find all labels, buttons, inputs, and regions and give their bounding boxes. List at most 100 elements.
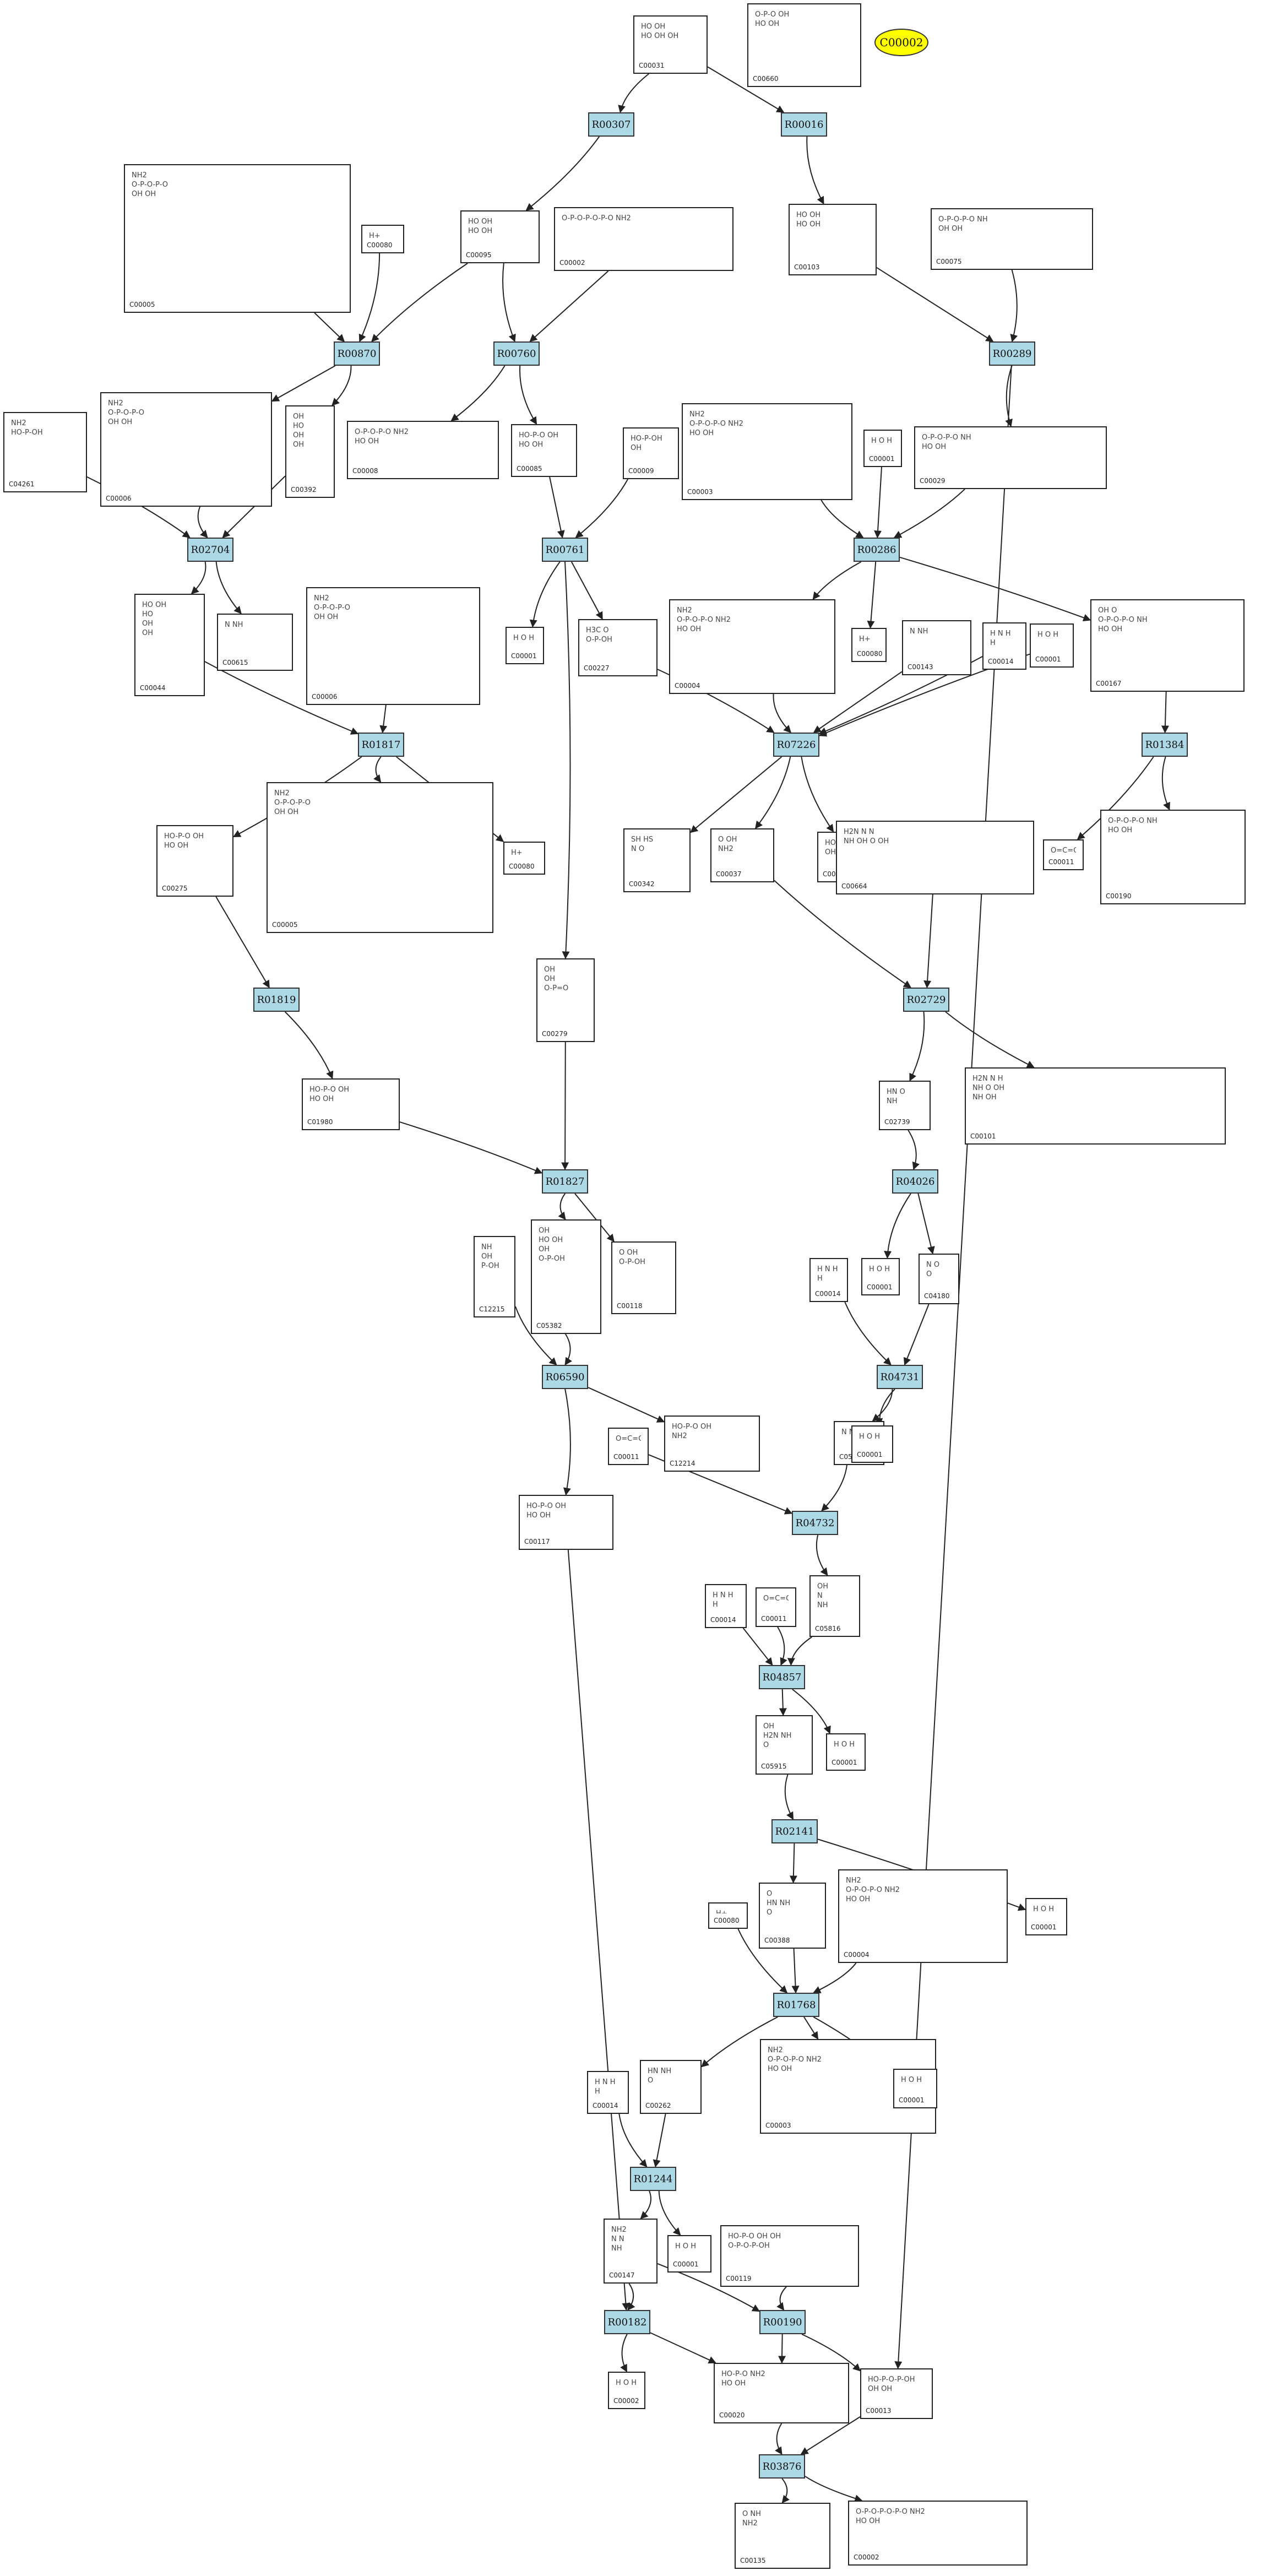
compound-C00011[interactable]: O=C=OC00011 (1043, 839, 1084, 870)
reaction-R04731[interactable]: R04731 (877, 1365, 923, 1389)
compound-C00011[interactable]: O=C=OC00011 (756, 1587, 796, 1627)
reaction-R01819[interactable]: R01819 (253, 988, 300, 1012)
reaction-R04732[interactable]: R04732 (792, 1511, 838, 1535)
reaction-R02704[interactable]: R02704 (187, 538, 233, 562)
reaction-R00307[interactable]: R00307 (588, 112, 634, 137)
reaction-R00182[interactable]: R00182 (604, 2310, 650, 2334)
reaction-R01827[interactable]: R01827 (542, 1169, 588, 1194)
reaction-R01244[interactable]: R01244 (630, 2167, 676, 2191)
compound-C00080[interactable]: H+C00080 (361, 225, 404, 253)
reaction-R00289[interactable]: R00289 (989, 341, 1035, 366)
reaction-R03876[interactable]: R03876 (759, 2454, 805, 2479)
reaction-R00870[interactable]: R00870 (334, 341, 380, 366)
reaction-R02729[interactable]: R02729 (903, 988, 949, 1012)
reaction-R04026[interactable]: R04026 (892, 1169, 938, 1194)
structure-fragment: H O H (901, 2076, 922, 2084)
compound-id: C00001 (1031, 1923, 1057, 1931)
reaction-R00286[interactable]: R00286 (854, 538, 900, 562)
compound-id: C05915 (761, 1762, 787, 1770)
reaction-R00190[interactable]: R00190 (759, 2310, 806, 2334)
reaction-R02141[interactable]: R02141 (771, 1819, 818, 1843)
reaction-R01817[interactable]: R01817 (358, 733, 404, 757)
reaction-R01384[interactable]: R01384 (1142, 733, 1188, 757)
compound-C00080[interactable]: H+C00080 (503, 842, 545, 875)
reaction-R06590[interactable]: R06590 (542, 1365, 588, 1389)
reaction-R00760[interactable]: R00760 (493, 341, 540, 366)
reaction-R01768[interactable]: R01768 (773, 1993, 819, 2017)
compound-C00080[interactable]: H+C00080 (851, 628, 887, 662)
compound-C00080[interactable]: H+C00080 (708, 1902, 748, 1929)
reaction-R00016[interactable]: R00016 (781, 112, 827, 137)
highlight-compound-oval[interactable]: C00002 (874, 29, 928, 56)
reaction-R00761[interactable]: R00761 (542, 538, 588, 562)
reaction-R07226[interactable]: R07226 (773, 733, 819, 757)
structure-fragment: H+ (716, 1909, 740, 1913)
reaction-R04857[interactable]: R04857 (759, 1665, 805, 1689)
compound-C00011[interactable]: O=C=OC00011 (608, 1428, 649, 1465)
